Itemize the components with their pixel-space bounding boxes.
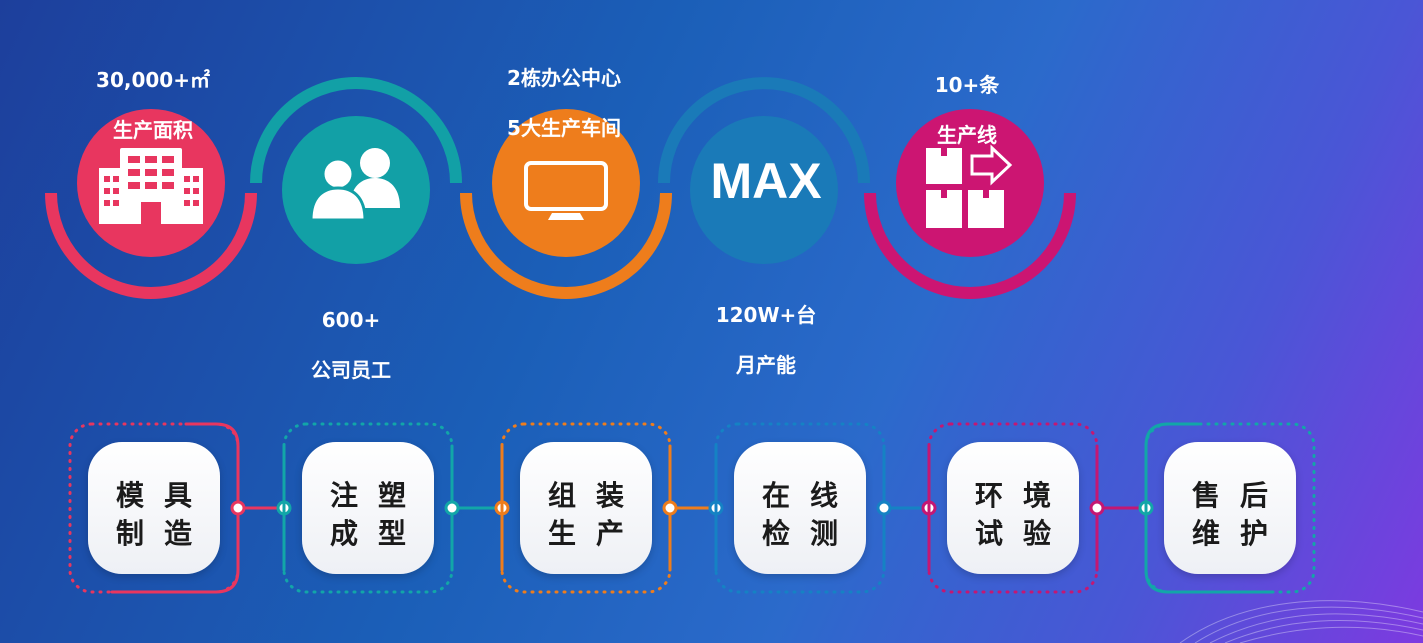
stat-arc xyxy=(45,192,257,299)
process-step-line1: 在线 xyxy=(761,479,858,512)
stat-max xyxy=(658,77,870,264)
stat-arc xyxy=(460,192,672,299)
process-card: 注塑成型 xyxy=(302,442,434,574)
process-step-line1: 模具 xyxy=(115,479,212,512)
stat-monitor xyxy=(460,109,672,299)
monitor-icon xyxy=(524,161,608,220)
connector-node xyxy=(230,500,246,516)
stat-label-area: 30,000+㎡ 生产面积 xyxy=(63,43,243,168)
process-card: 组装生产 xyxy=(520,442,652,574)
stat-label-buildings: 2栋办公中心 5大生产车间 xyxy=(474,41,654,166)
connector-node xyxy=(1089,500,1105,516)
stat-caption: 生产线 xyxy=(937,123,997,147)
process-frame-solid xyxy=(1144,422,1274,594)
process-step-line2: 制造 xyxy=(115,517,212,550)
stat-caption: 公司员工 xyxy=(311,358,391,382)
stat-value: 600+ xyxy=(321,308,381,332)
stat-value: 30,000+㎡ xyxy=(96,68,210,92)
process-step-line2: 成型 xyxy=(329,517,426,550)
stat-building xyxy=(45,109,257,299)
process-step-line1: 售后 xyxy=(1191,479,1288,512)
stat-boxes xyxy=(864,109,1076,299)
process-card: 模具制造 xyxy=(88,442,220,574)
connector-node xyxy=(662,500,678,516)
process-card: 售后维护 xyxy=(1164,442,1296,574)
stat-people xyxy=(250,77,462,264)
stat-caption: 5大生产车间 xyxy=(507,116,621,140)
process-step-line1: 组装 xyxy=(547,479,644,512)
stat-arc xyxy=(658,77,870,184)
process-step-line2: 维护 xyxy=(1191,517,1288,550)
building-icon xyxy=(99,148,203,224)
boxes-arrow-icon xyxy=(926,144,1013,228)
stat-circle xyxy=(690,116,838,264)
process-step-line2: 生产 xyxy=(547,517,644,550)
decorative-wave-lines xyxy=(1179,600,1423,643)
process-step-line2: 试验 xyxy=(974,517,1071,550)
process-step-line1: 注塑 xyxy=(329,479,426,512)
stat-label-capacity: 120W+台 月产能 xyxy=(676,278,856,403)
process-step-line2: 检测 xyxy=(761,517,858,550)
stat-caption: 月产能 xyxy=(736,353,796,377)
process-step-line1: 环境 xyxy=(974,479,1071,512)
process-card: 环境试验 xyxy=(947,442,1079,574)
stat-label-staff: 600+ 公司员工 xyxy=(261,283,441,408)
process-frame-dotted xyxy=(68,422,240,594)
people-icon xyxy=(309,148,400,222)
stat-value: 120W+台 xyxy=(715,303,817,327)
connector-node xyxy=(444,500,460,516)
stat-circle xyxy=(492,109,640,257)
stat-caption: 生产面积 xyxy=(113,118,193,142)
stat-label-lines: 10+条 生产线 xyxy=(877,48,1057,173)
stat-arc xyxy=(250,77,462,184)
process-flow xyxy=(68,422,1316,594)
process-card: 在线检测 xyxy=(734,442,866,574)
stat-value: 10+条 xyxy=(934,73,1000,97)
max-badge: MAX xyxy=(710,153,822,209)
stat-value: 2栋办公中心 xyxy=(507,66,621,90)
connector-node xyxy=(876,500,892,516)
stat-arc xyxy=(864,192,1076,299)
